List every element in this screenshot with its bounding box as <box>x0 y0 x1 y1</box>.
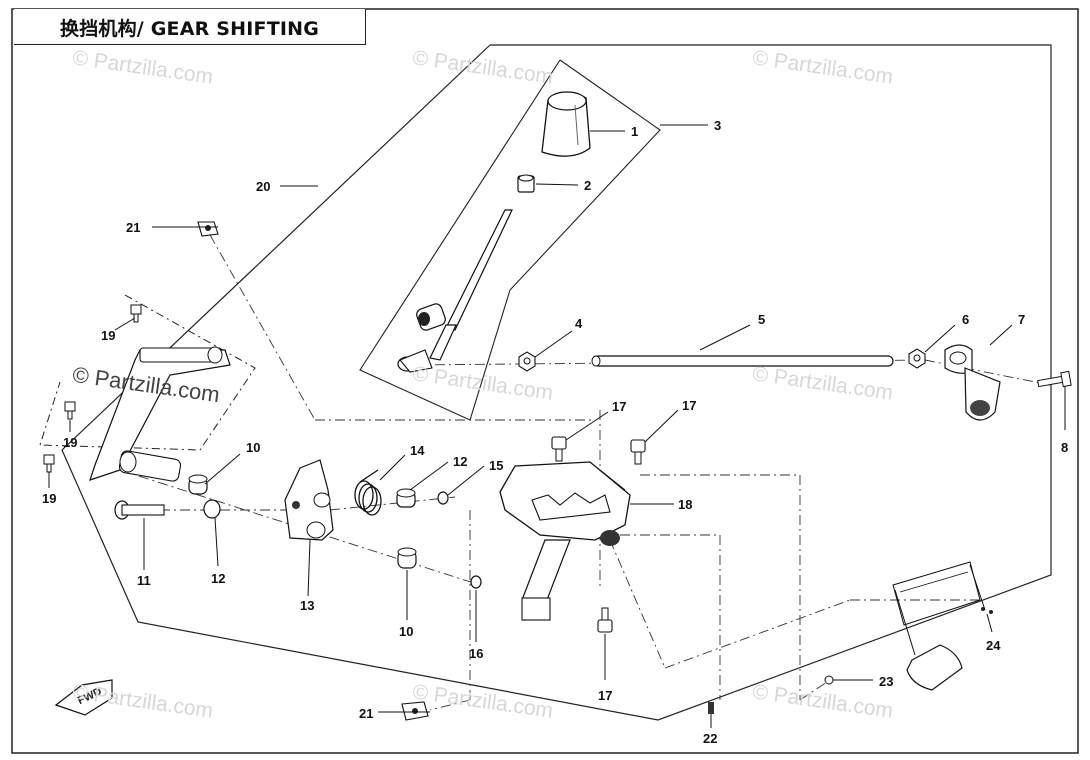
mount-bracket <box>89 346 231 482</box>
callout-18: 18 <box>678 497 692 512</box>
callout-21-upper: 21 <box>126 220 140 235</box>
bolt-17-c <box>597 607 613 633</box>
callout-2: 2 <box>584 178 591 193</box>
shift-rod <box>591 355 894 367</box>
lever-nut <box>517 174 535 193</box>
bolt-19-a <box>130 304 142 323</box>
pivot-bolt <box>114 500 165 520</box>
callout-12-left: 12 <box>211 571 225 586</box>
bolt-17-b <box>630 439 646 465</box>
shift-arm <box>944 344 1001 421</box>
group-3-outline <box>359 59 661 421</box>
callout-7: 7 <box>1018 312 1025 327</box>
callout-10-upper: 10 <box>246 440 260 455</box>
callout-4: 4 <box>575 316 583 331</box>
clip-21-lower <box>401 701 429 721</box>
callout-16: 16 <box>469 646 483 661</box>
frame-border <box>11 8 1079 754</box>
shift-lever-rod <box>397 209 513 373</box>
callout-20: 20 <box>256 179 270 194</box>
callout-15: 15 <box>489 458 503 473</box>
callout-12-right: 12 <box>453 454 467 469</box>
callout-10-lower: 10 <box>399 624 413 639</box>
shift-gate-housing <box>499 461 631 622</box>
callout-labels: 1 2 3 4 5 6 7 8 10 10 11 12 12 13 14 15 … <box>42 118 1068 746</box>
clip-24-b <box>989 610 993 614</box>
callout-23: 23 <box>879 674 893 689</box>
callout-19-a: 19 <box>101 328 115 343</box>
washer-15 <box>437 491 449 505</box>
callout-19-c: 19 <box>42 491 56 506</box>
rod-nut-4 <box>518 351 536 372</box>
callout-17-b: 17 <box>682 398 696 413</box>
callout-5: 5 <box>758 312 765 327</box>
bolt-17-a <box>551 436 567 462</box>
collar-12-left <box>203 499 221 519</box>
bushing-10-upper <box>188 474 208 495</box>
title-box <box>14 9 366 45</box>
callout-22: 22 <box>703 731 717 746</box>
collar-12-right <box>396 488 416 508</box>
return-spring <box>354 469 382 516</box>
callout-21-lower: 21 <box>359 706 373 721</box>
diagram-title: 换挡机构/ GEAR SHIFTING <box>60 18 320 40</box>
group-20-outline <box>61 44 1052 721</box>
callout-8: 8 <box>1061 440 1068 455</box>
callout-24: 24 <box>986 638 1001 653</box>
callout-13: 13 <box>300 598 314 613</box>
callout-11: 11 <box>137 573 151 588</box>
fwd-arrow: FWD <box>54 679 113 716</box>
bolt-19-c <box>43 454 55 473</box>
bushing-10-lower <box>397 547 417 569</box>
clip-21-upper <box>197 221 219 237</box>
bolt-8 <box>1037 370 1072 388</box>
callout-17-c: 17 <box>598 688 612 703</box>
shift-boot <box>892 561 986 691</box>
screw-23 <box>824 675 834 685</box>
bracket-19-outline <box>39 294 256 451</box>
callout-1: 1 <box>631 124 638 139</box>
callout-17-a: 17 <box>612 399 626 414</box>
callout-14: 14 <box>410 443 425 458</box>
leader-lines <box>48 124 1066 728</box>
callout-6: 6 <box>962 312 969 327</box>
shift-knob <box>541 91 591 157</box>
bolt-19-b <box>64 401 76 420</box>
washer-16 <box>470 575 482 589</box>
callout-19-b: 19 <box>63 435 77 450</box>
callout-3: 3 <box>714 118 721 133</box>
rod-nut-6 <box>908 348 926 369</box>
shift-plate <box>284 459 334 541</box>
pin-22 <box>708 702 714 714</box>
